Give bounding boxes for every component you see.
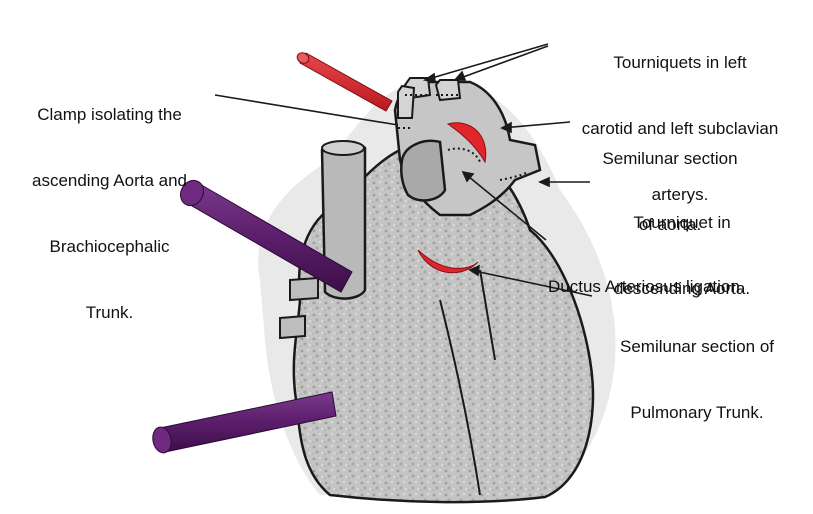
leader-tourniquet-carotid-b (455, 46, 548, 80)
label-clamp-aorta: Clamp isolating the ascending Aorta and … (2, 60, 217, 346)
brachiocephalic-trunk (398, 86, 414, 118)
label-line: Semilunar section of (592, 336, 802, 358)
vena-cava-opening (322, 141, 364, 155)
label-line: Semilunar section (570, 148, 770, 170)
label-line: Tourniquets in left (560, 52, 800, 74)
pulmonary-vein-upper (290, 278, 318, 300)
red-clamp (295, 51, 392, 111)
leader-tourniquet-carotid-a (425, 44, 548, 80)
pulmonary-trunk (401, 141, 445, 201)
label-line: Tourniquet in (592, 212, 772, 234)
label-line: ascending Aorta and (2, 170, 217, 192)
label-semilunar-pulmonary: Semilunar section of Pulmonary Trunk. (592, 292, 802, 446)
arrowhead (455, 72, 465, 80)
pulmonary-vein-lower (280, 316, 305, 338)
label-line: Brachiocephalic (2, 236, 217, 258)
label-line: Pulmonary Trunk. (592, 402, 802, 424)
label-line: Clamp isolating the (2, 104, 217, 126)
subclavian-artery (436, 80, 460, 100)
label-line: Trunk. (2, 302, 217, 324)
